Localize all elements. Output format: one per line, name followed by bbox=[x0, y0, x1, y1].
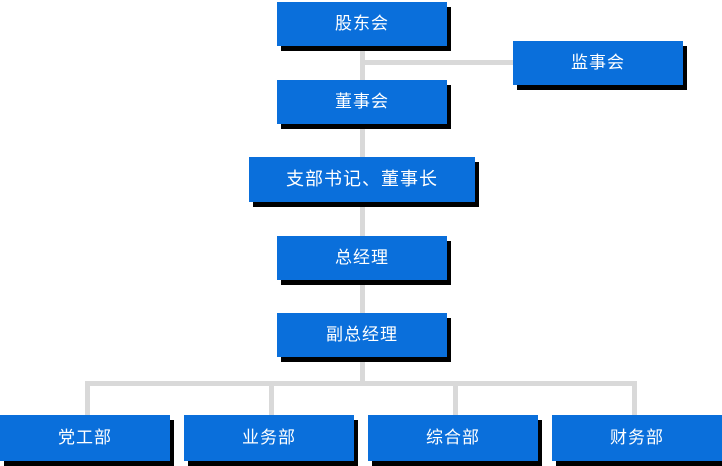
node-department-party-work-label: 党工部 bbox=[58, 427, 112, 448]
connector-drop-department-4 bbox=[632, 381, 637, 417]
node-department-finance-label: 财务部 bbox=[610, 427, 664, 448]
node-shareholders-meeting[interactable]: 股东会 bbox=[277, 2, 447, 46]
node-deputy-general-manager[interactable]: 副总经理 bbox=[277, 313, 447, 357]
connector-directors-to-secretary bbox=[360, 122, 365, 162]
node-branch-secretary-chairman[interactable]: 支部书记、董事长 bbox=[249, 157, 475, 202]
node-board-of-supervisors-label: 监事会 bbox=[571, 52, 625, 73]
node-department-business[interactable]: 业务部 bbox=[184, 415, 354, 461]
node-deputy-general-manager-label: 副总经理 bbox=[326, 324, 398, 345]
connector-department-bus bbox=[85, 381, 637, 386]
node-department-general-affairs-label: 综合部 bbox=[426, 427, 480, 448]
connector-drop-department-2 bbox=[269, 381, 274, 417]
connector-general-to-deputy-manager bbox=[360, 278, 365, 318]
node-board-of-directors[interactable]: 董事会 bbox=[277, 80, 447, 124]
node-department-general-affairs[interactable]: 综合部 bbox=[368, 415, 538, 461]
node-board-of-directors-label: 董事会 bbox=[335, 91, 389, 112]
node-department-party-work[interactable]: 党工部 bbox=[0, 415, 170, 461]
connector-deputy-to-departments bbox=[360, 356, 365, 386]
node-branch-secretary-chairman-label: 支部书记、董事长 bbox=[286, 168, 438, 190]
connector-spine-to-supervisors bbox=[360, 60, 518, 65]
connector-secretary-to-general-manager bbox=[360, 200, 365, 240]
node-board-of-supervisors[interactable]: 监事会 bbox=[513, 41, 683, 85]
node-department-business-label: 业务部 bbox=[242, 427, 296, 448]
connector-drop-department-1 bbox=[85, 381, 90, 417]
connector-drop-department-3 bbox=[453, 381, 458, 417]
node-general-manager-label: 总经理 bbox=[335, 247, 389, 268]
node-general-manager[interactable]: 总经理 bbox=[277, 236, 447, 280]
node-department-finance[interactable]: 财务部 bbox=[552, 415, 722, 461]
node-shareholders-meeting-label: 股东会 bbox=[335, 13, 389, 34]
